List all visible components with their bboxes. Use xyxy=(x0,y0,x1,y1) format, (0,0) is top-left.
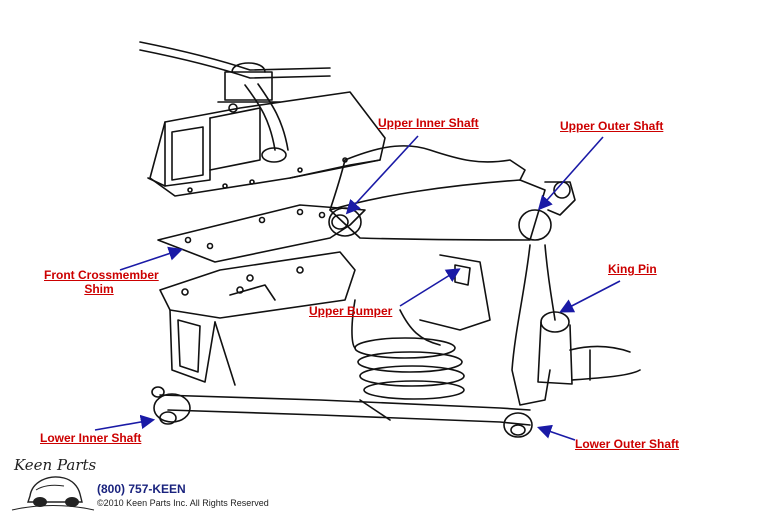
copyright: ©2010 Keen Parts Inc. All Rights Reserve… xyxy=(97,498,269,508)
keen-parts-logo-icon xyxy=(11,476,95,511)
arrow-lower-outer-shaft xyxy=(536,424,576,441)
label-upper-inner-shaft[interactable]: Upper Inner Shaft xyxy=(378,116,479,130)
label-front-crossmember-line2: Shim xyxy=(84,282,114,296)
arrow-upper-inner-shaft xyxy=(345,135,419,215)
logo-text: Keen Parts xyxy=(14,456,97,474)
label-front-crossmember-shim[interactable]: Front Crossmember Shim xyxy=(44,268,159,296)
arrow-front-crossmember-shim xyxy=(119,246,184,271)
phone-number: (800) 757-KEEN xyxy=(97,482,186,496)
lower-outer-bushing xyxy=(503,412,533,438)
upper-ball-joint xyxy=(518,181,576,241)
crossmember xyxy=(159,251,356,386)
arrow-upper-bumper xyxy=(399,268,461,307)
label-upper-outer-shaft[interactable]: Upper Outer Shaft xyxy=(560,119,664,133)
spindle xyxy=(511,244,641,406)
label-king-pin[interactable]: King Pin xyxy=(608,262,657,276)
frame-rail xyxy=(147,91,386,197)
crossmember-shim xyxy=(157,204,366,263)
upper-bumper-area xyxy=(399,254,491,346)
coil-spring xyxy=(351,299,465,400)
lower-inner-bushing xyxy=(151,386,191,425)
upper-control-arm xyxy=(329,145,546,241)
arrow-upper-outer-shaft xyxy=(537,136,604,211)
label-lower-outer-shaft[interactable]: Lower Outer Shaft xyxy=(575,437,680,451)
label-upper-bumper[interactable]: Upper Bumper xyxy=(309,304,393,318)
sway-bar xyxy=(139,41,331,163)
lower-control-arm xyxy=(159,394,531,426)
arrow-king-pin xyxy=(559,280,621,313)
upper-inner-bushing xyxy=(328,207,362,237)
arrow-lower-inner-shaft xyxy=(94,414,156,431)
label-front-crossmember-line1: Front Crossmember xyxy=(44,268,159,282)
label-lower-inner-shaft[interactable]: Lower Inner Shaft xyxy=(40,431,142,445)
